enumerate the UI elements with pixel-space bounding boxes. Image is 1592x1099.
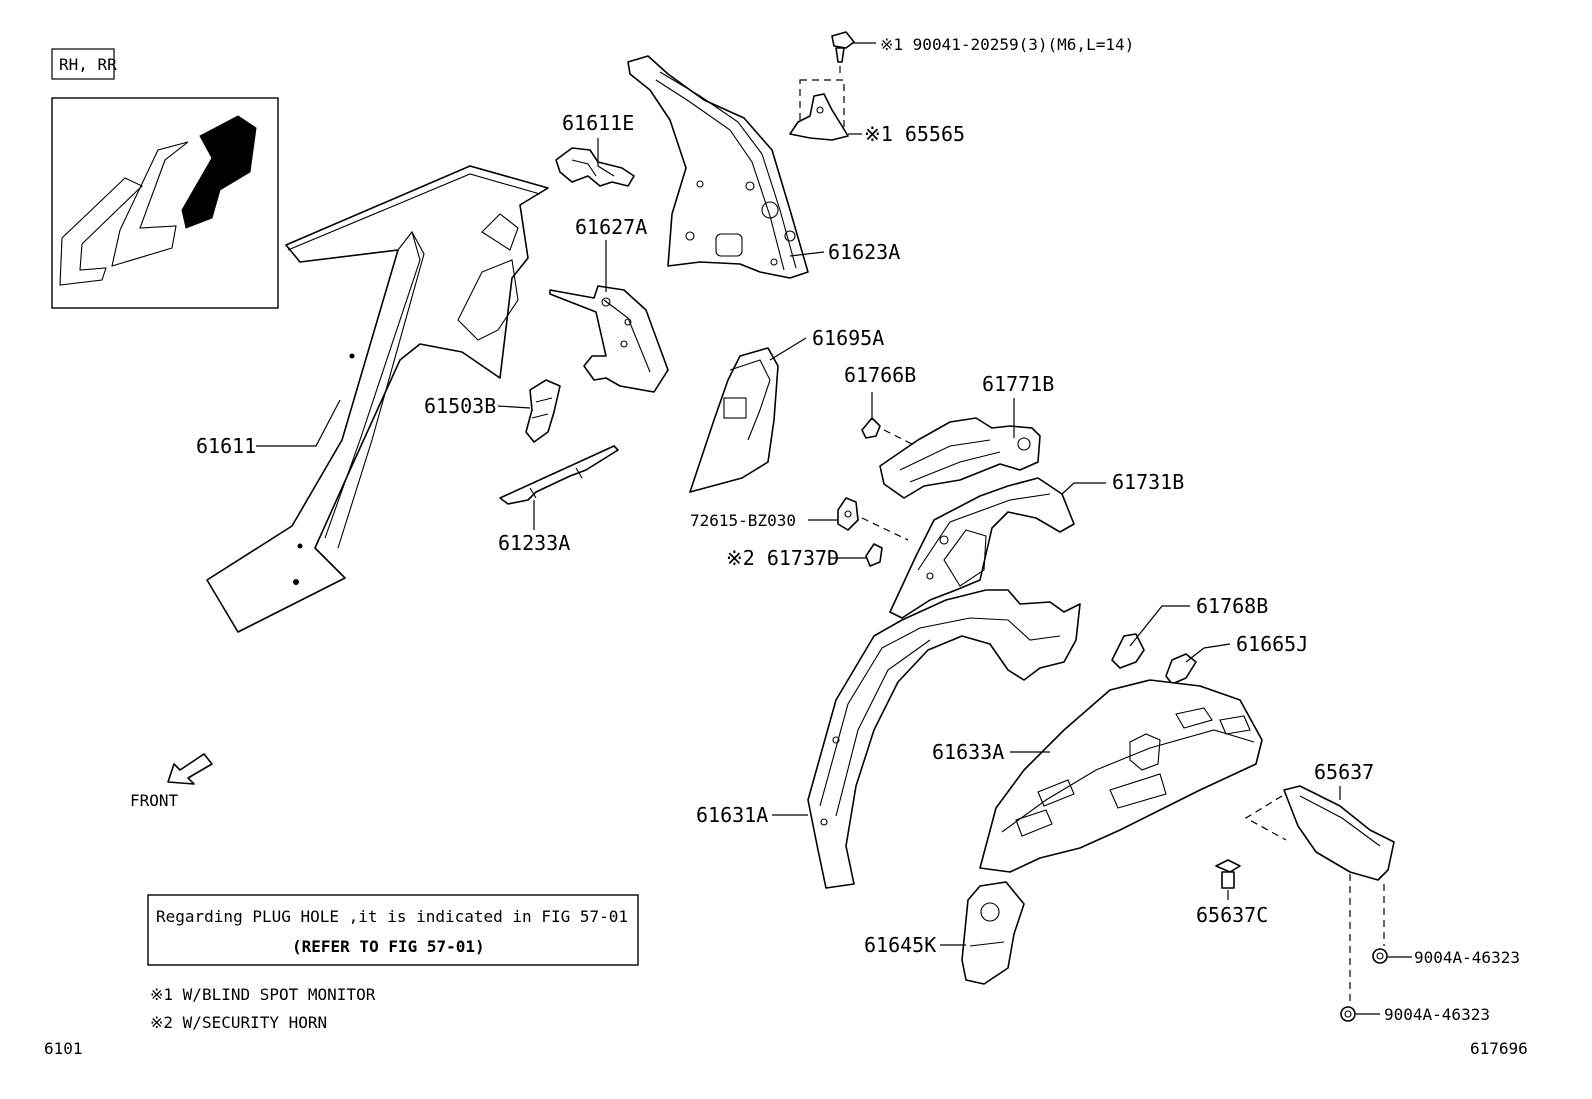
label-65637C: 65637C	[1196, 903, 1268, 927]
bracket-72615	[837, 497, 859, 531]
nut-9004A-upper	[1372, 948, 1388, 964]
label-72615-BZ030: 72615-BZ030	[690, 511, 796, 530]
bracket-61503B	[525, 379, 561, 443]
inset-locator	[51, 97, 279, 309]
note-line-1: Regarding PLUG HOLE ,it is indicated in …	[156, 907, 628, 926]
note-box: Regarding PLUG HOLE ,it is indicated in …	[147, 894, 639, 966]
nut-9004A-lower	[1340, 1006, 1356, 1022]
inner-pillar-61623A	[627, 55, 809, 279]
label-61623A: 61623A	[828, 240, 900, 264]
label-9004A-46323-upper: 9004A-46323	[1414, 948, 1520, 967]
front-label: FRONT	[130, 791, 179, 810]
wheelhouse-inner-61633A	[979, 679, 1263, 873]
label-61627A: 61627A	[575, 215, 647, 239]
label-61611E: 61611E	[562, 111, 634, 135]
bracket-61737D	[865, 543, 883, 567]
label-61695A: 61695A	[812, 326, 884, 350]
bracket-61665J	[1165, 653, 1197, 685]
bracket-61627A	[549, 285, 669, 393]
front-arrow-icon	[167, 753, 213, 785]
guide-72615	[861, 517, 909, 541]
footnote-2: ※2 W/SECURITY HORN	[150, 1013, 327, 1032]
label-9004A-46323-lower: 9004A-46323	[1384, 1005, 1490, 1024]
label-61631A: 61631A	[696, 803, 768, 827]
label-61645K: 61645K	[864, 933, 936, 957]
label-61665J: 61665J	[1236, 632, 1308, 656]
strip-61233A	[499, 445, 619, 505]
label-65637: 65637	[1314, 760, 1374, 784]
note-line-2: (REFER TO FIG 57-01)	[292, 937, 485, 956]
bracket-65565	[789, 79, 849, 141]
clip-65637C	[1215, 859, 1241, 889]
label-61731B: 61731B	[1112, 470, 1184, 494]
label-61233A: 61233A	[498, 531, 570, 555]
label-61633A: 61633A	[932, 740, 1004, 764]
member-61731B	[889, 477, 1075, 619]
cover-65637	[1283, 785, 1395, 881]
member-61771B	[879, 417, 1041, 499]
panel-61695A	[689, 347, 779, 493]
illustration-id: 617696	[1470, 1039, 1528, 1058]
extension-61645K	[961, 881, 1025, 985]
bracket-61611E	[555, 147, 635, 187]
footnote-1: ※1 W/BLIND SPOT MONITOR	[150, 985, 376, 1004]
guide-65637-clip	[1244, 795, 1287, 841]
label-65565: ※1 65565	[864, 122, 965, 146]
clip-61766B	[861, 417, 881, 439]
bracket-61768B	[1111, 633, 1145, 669]
view-label-box: RH, RR	[51, 48, 117, 80]
label-61503B: 61503B	[424, 394, 496, 418]
quarter-panel-61611	[206, 165, 549, 633]
label-61768B: 61768B	[1196, 594, 1268, 618]
bolt-90041	[831, 31, 855, 63]
label-61737D: ※2 61737D	[726, 546, 839, 570]
figure-number: 6101	[44, 1039, 83, 1058]
label-61611: 61611	[196, 434, 256, 458]
leader-lines	[256, 42, 1412, 1015]
label-61766B: 61766B	[844, 363, 916, 387]
label-90041-20259: ※1 90041-20259(3)(M6,L=14)	[880, 35, 1134, 54]
guide-61766B	[883, 429, 917, 447]
label-61771B: 61771B	[982, 372, 1054, 396]
wheelhouse-outer-61631A	[807, 589, 1081, 889]
view-label: RH, RR	[59, 55, 117, 74]
